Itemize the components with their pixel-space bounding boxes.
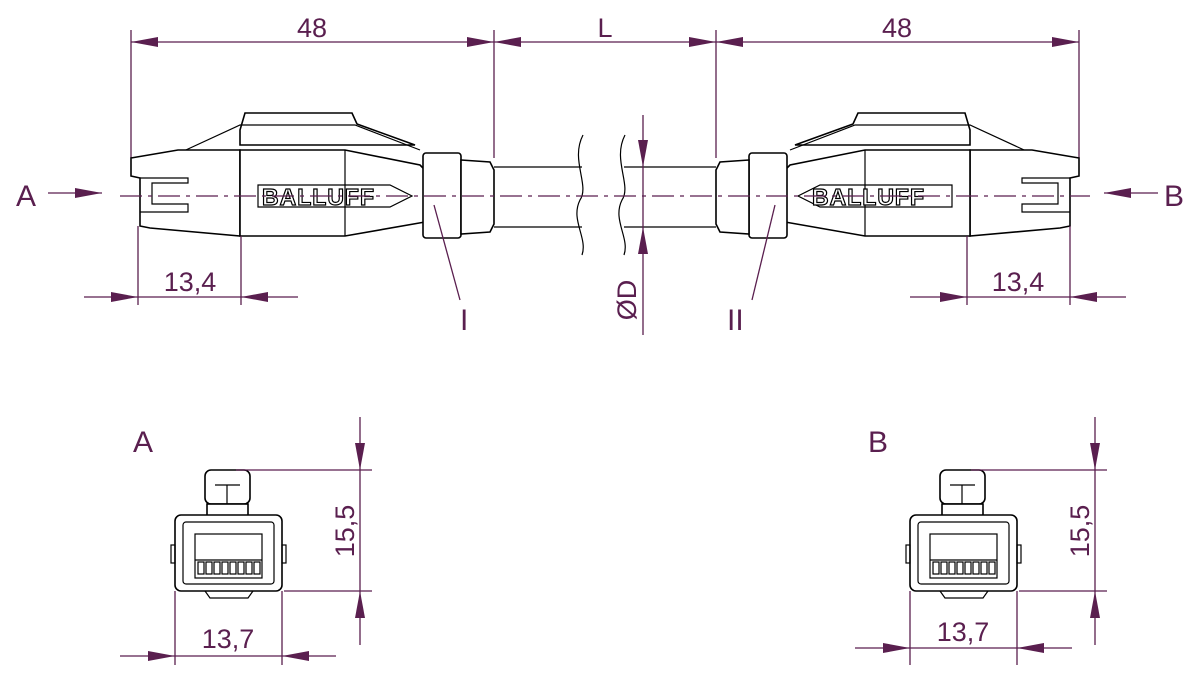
dimension-15-5-a: 15,5	[236, 417, 372, 645]
dimension-13-4-right: 13,4	[910, 226, 1126, 305]
dimension-13-4-left: 13,4	[84, 226, 298, 305]
dimension-diameter-label: ØD	[612, 280, 642, 321]
brand-left: BALLUFF	[262, 184, 375, 210]
dimension-l-label: L	[597, 13, 612, 43]
end-b-label: B	[1164, 180, 1184, 213]
end-b-indicator: B	[1104, 180, 1184, 213]
dimension-13-7-b-label: 13,7	[937, 617, 990, 647]
dimension-13-4-left-label: 13,4	[164, 267, 217, 297]
marker-one: I	[433, 204, 468, 337]
face-view-b: B	[868, 426, 1022, 599]
dimension-15-5-a-label: 15,5	[330, 505, 360, 558]
left-connector: BALLUFF	[130, 112, 495, 239]
end-a-indicator: A	[16, 180, 102, 213]
top-extension-lines	[130, 30, 1080, 158]
right-connector: BALLUFF	[715, 112, 1080, 239]
dimension-15-5-b-label: 15,5	[1065, 505, 1095, 558]
marker-one-label: I	[460, 304, 468, 337]
dimension-15-5-b: 15,5	[971, 417, 1107, 645]
marker-two: II	[727, 204, 776, 337]
brand-right: BALLUFF	[812, 184, 925, 210]
dimension-48-left: 48	[131, 13, 494, 47]
marker-two-label: II	[727, 304, 744, 337]
dimension-diameter: ØD	[612, 115, 648, 335]
dimension-13-7-a: 13,7	[120, 591, 336, 665]
face-b-contacts	[932, 561, 996, 575]
dimension-l: L	[494, 13, 716, 47]
view-a-label: A	[133, 426, 153, 459]
dimension-13-7-b: 13,7	[855, 591, 1072, 665]
face-view-a: A	[133, 426, 287, 599]
cable	[494, 134, 716, 256]
dimension-13-7-a-label: 13,7	[202, 624, 255, 654]
end-a-label: A	[16, 180, 36, 213]
dimension-48-right-label: 48	[882, 13, 912, 43]
dimension-48-right: 48	[716, 13, 1079, 47]
view-b-label: B	[868, 426, 888, 459]
dimension-48-left-label: 48	[297, 13, 327, 43]
dimension-13-4-right-label: 13,4	[992, 267, 1045, 297]
face-a-contacts	[197, 561, 261, 575]
